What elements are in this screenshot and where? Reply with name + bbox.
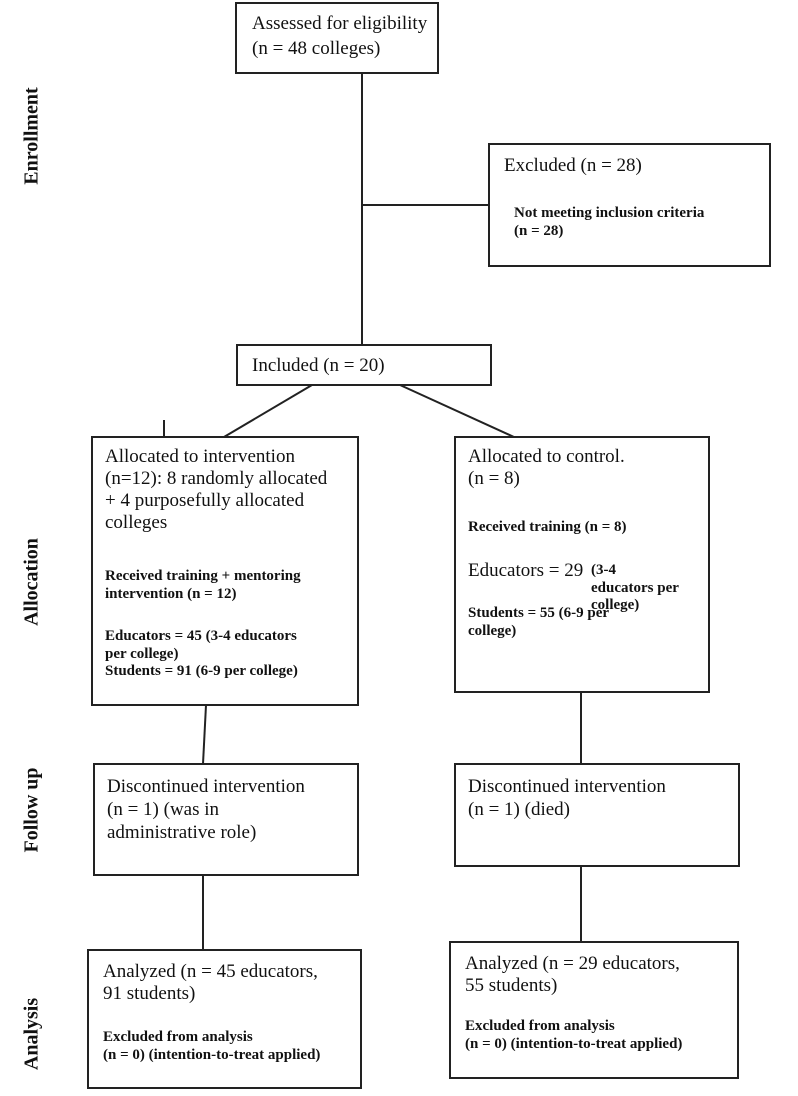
assessed-box: Assessed for eligibility (n = 48 college… <box>235 2 439 74</box>
control-educators-text: Educators = 29 <box>468 560 584 581</box>
intervention-allocated-text: Allocated to intervention (n=12): 8 rand… <box>105 446 328 533</box>
excluded-box: Excluded (n = 28) Not meeting inclusion … <box>488 143 771 267</box>
excluded-title: Excluded (n = 28) <box>504 155 642 176</box>
stage-label-analysis: Analysis <box>20 997 43 1071</box>
excluded-detail: Not meeting inclusion criteria (n = 28) <box>514 205 705 239</box>
intervention-followup-text: Discontinued intervention (n = 1) (was i… <box>107 776 305 844</box>
control-followup-text: Discontinued intervention (n = 1) (died) <box>468 776 666 821</box>
connector-intervention-to-followup <box>202 704 207 765</box>
intervention-followup-box: Discontinued intervention (n = 1) (was i… <box>93 763 359 876</box>
assessed-line2: (n = 48 colleges) <box>252 38 381 59</box>
control-students-text: Students = 55 (6-9 per college) <box>468 605 610 639</box>
intervention-analyzed-text: Analyzed (n = 45 educators, 91 students) <box>103 961 318 1005</box>
connector-included-to-control <box>399 384 515 438</box>
intervention-analysis-box: Analyzed (n = 45 educators, 91 students)… <box>87 949 362 1089</box>
stage-label-enrollment: Enrollment <box>20 87 43 185</box>
stage-label-allocation: Allocation <box>20 538 43 626</box>
control-training-text: Received training (n = 8) <box>468 519 627 535</box>
intervention-participants-text: Educators = 45 (3-4 educators per colleg… <box>105 628 298 680</box>
stage-label-follow-up: Follow up <box>20 767 43 853</box>
control-allocation-box: Allocated to control. (n = 8) Received t… <box>454 436 710 693</box>
control-analysis-box: Analyzed (n = 29 educators, 55 students)… <box>449 941 739 1079</box>
included-title: Included (n = 20) <box>252 355 385 376</box>
control-educators-detail-text: (3-4 educators per college) <box>591 562 679 614</box>
intervention-training-text: Received training + mentoring interventi… <box>105 568 301 602</box>
control-followup-box: Discontinued intervention (n = 1) (died) <box>454 763 740 867</box>
intervention-excluded-analysis-text: Excluded from analysis (n = 0) (intentio… <box>103 1029 321 1063</box>
assessed-line1: Assessed for eligibility <box>252 13 428 34</box>
control-excluded-analysis-text: Excluded from analysis (n = 0) (intentio… <box>465 1018 683 1052</box>
intervention-allocation-box: Allocated to intervention (n=12): 8 rand… <box>91 436 359 706</box>
connector-included-to-intervention <box>223 384 313 438</box>
control-analyzed-text: Analyzed (n = 29 educators, 55 students) <box>465 953 680 997</box>
control-allocated-text: Allocated to control. (n = 8) <box>468 446 625 490</box>
included-box: Included (n = 20) <box>236 344 492 386</box>
